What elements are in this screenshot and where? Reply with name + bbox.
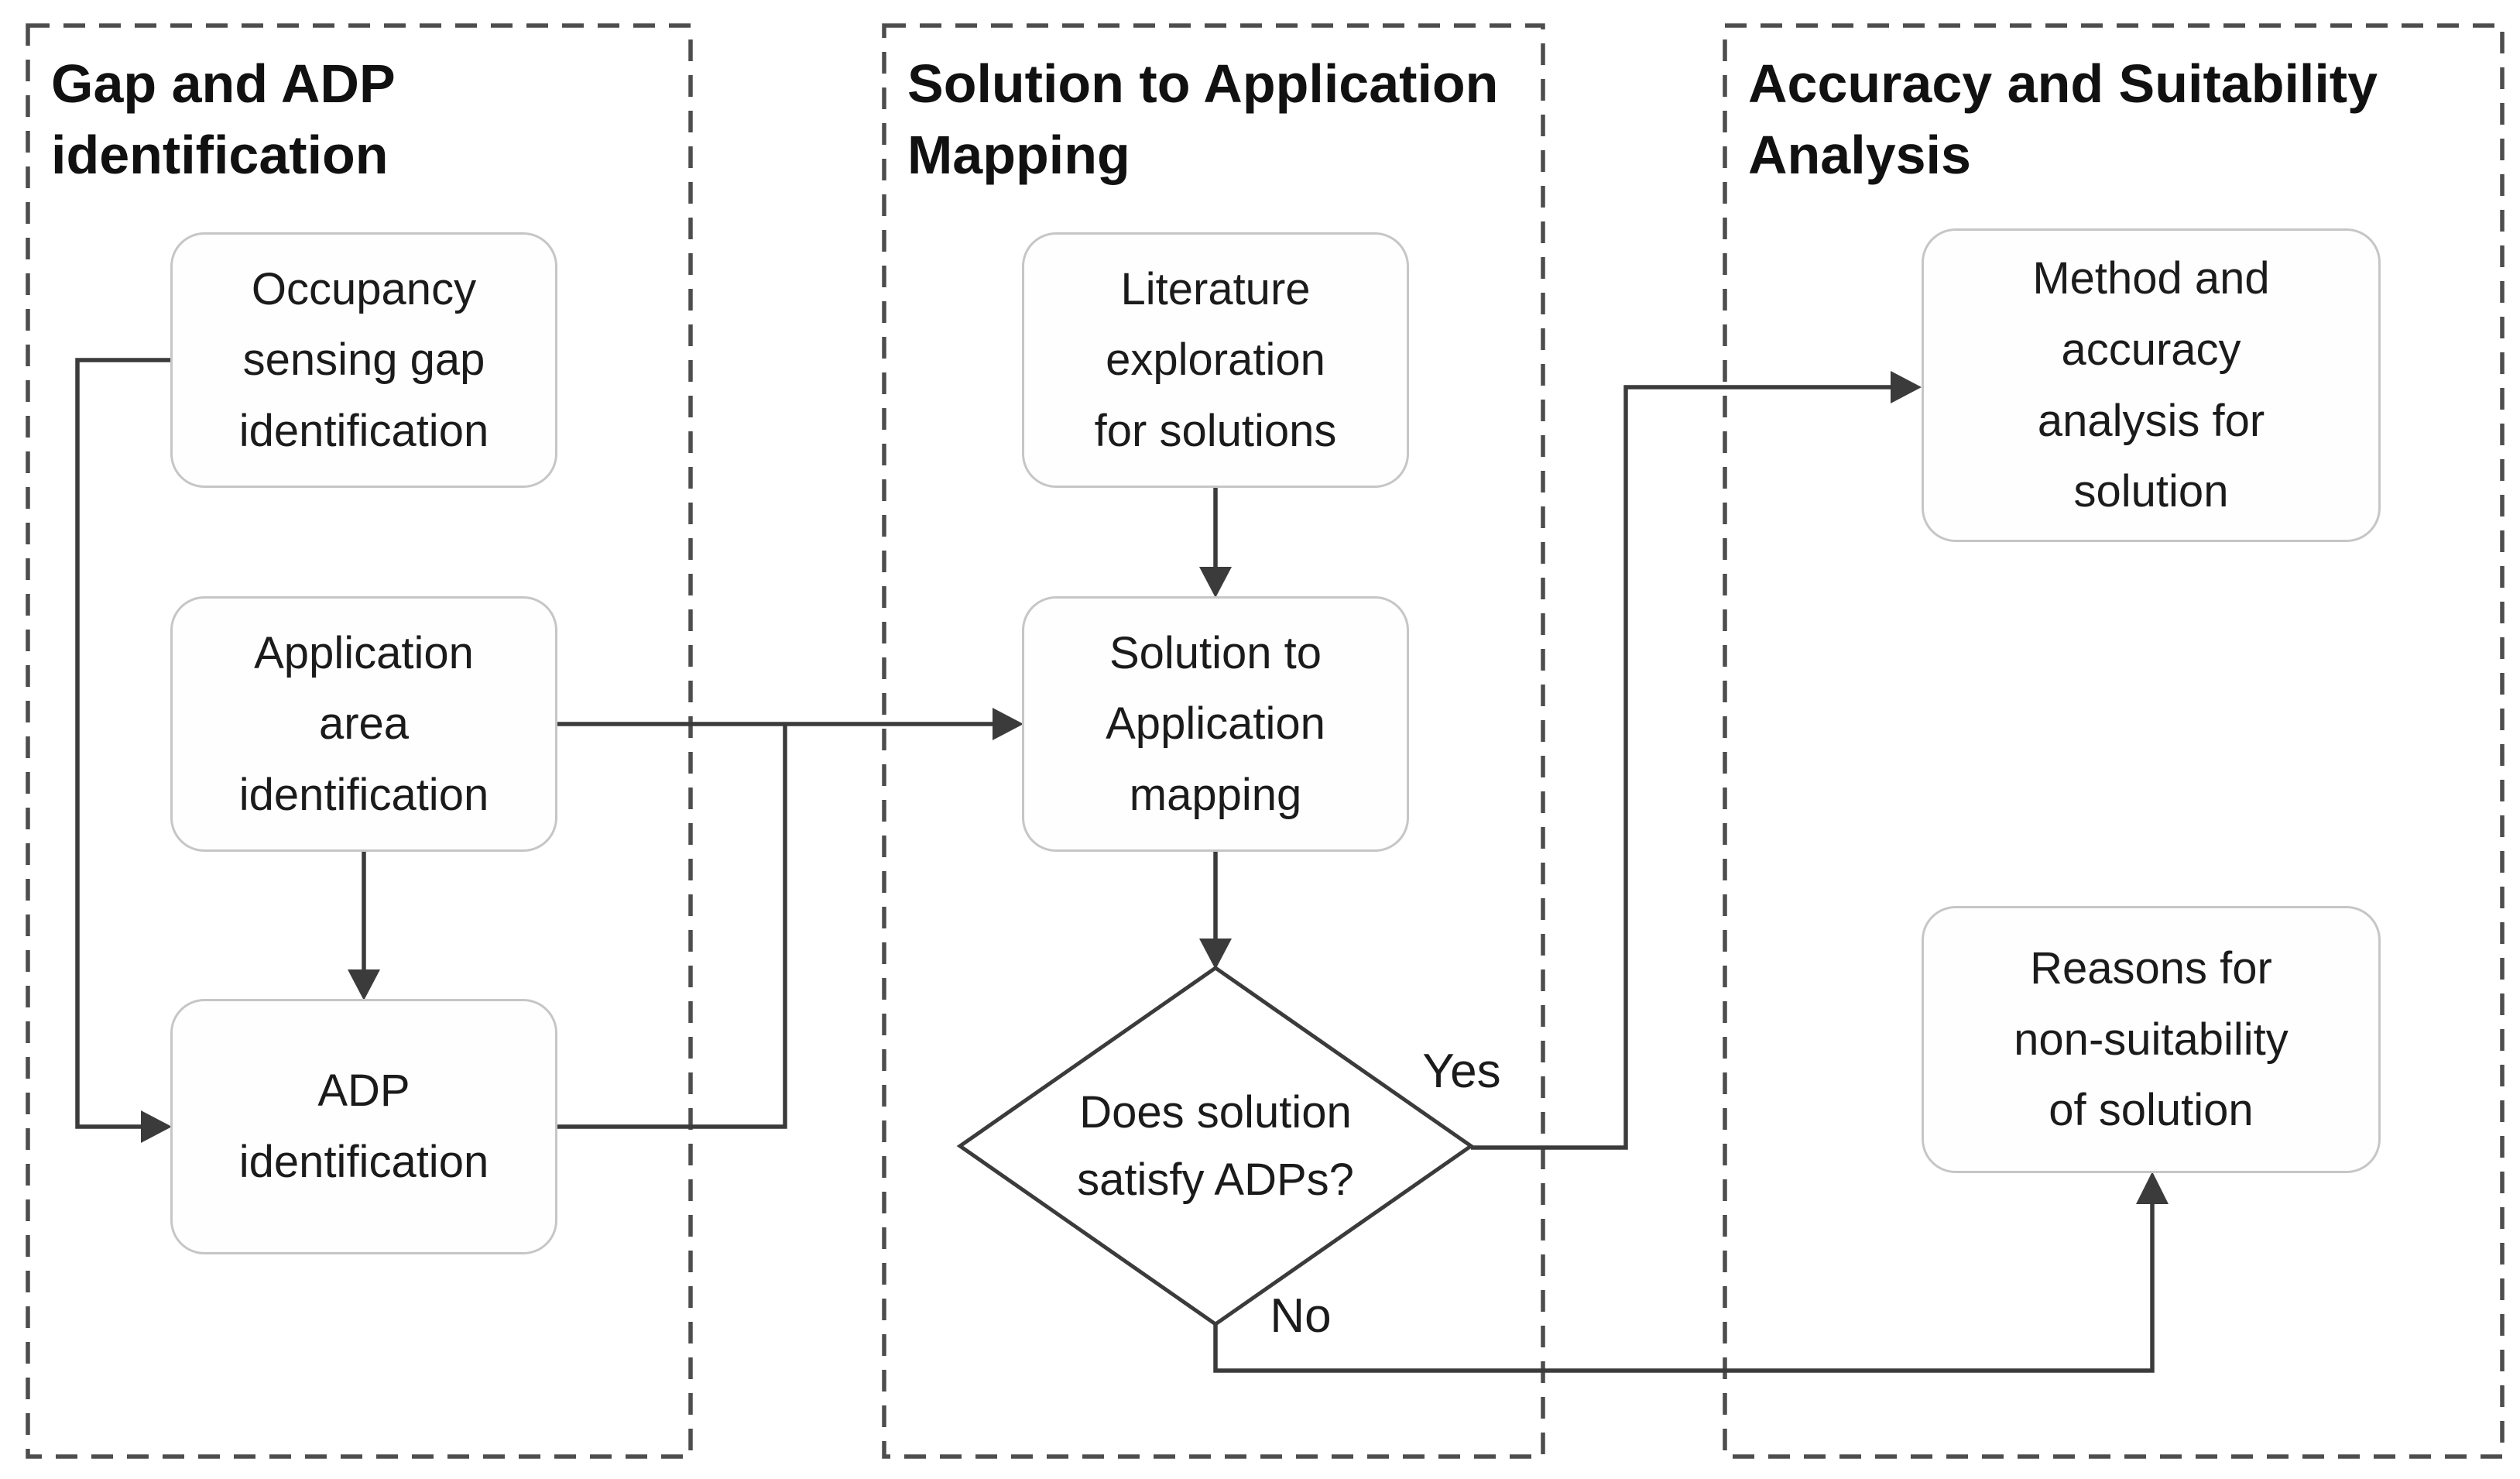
arrowhead-literature-down-icon — [1199, 567, 1232, 598]
arrowhead-into-reasons-icon — [2136, 1172, 2169, 1204]
edge-adp-to-solution-mapping — [557, 724, 787, 1129]
panel-gap-adp-border — [26, 23, 693, 1459]
node-method-accuracy-analysis: Method and accuracy analysis for solutio… — [1922, 228, 2381, 542]
panel-solution-mapping-border — [882, 23, 1545, 1459]
node-solution-to-application-mapping: Solution to Application mapping — [1022, 596, 1409, 852]
decision-diamond-shape — [956, 965, 1475, 1327]
edge-occupancy-to-adp — [75, 358, 170, 1129]
node-occupancy-sensing-gap: Occupancy sensing gap identification — [170, 232, 557, 488]
node-application-area: Application area identification — [170, 596, 557, 852]
edge-label-yes: Yes — [1422, 1045, 1501, 1098]
arrowhead-into-decision-icon — [1199, 939, 1232, 969]
decision-diamond-label: Does solution satisfy ADPs? — [1077, 1087, 1354, 1205]
panel-title-gap-adp: Gap and ADP identification — [51, 53, 396, 186]
panel-title-accuracy-analysis: Accuracy and Suitability Analysis — [1748, 53, 2378, 186]
node-adp-identification: ADP identification — [170, 999, 557, 1254]
edge-decision-no-to-reasons — [1213, 1204, 2155, 1373]
node-literature-exploration: Literature exploration for solutions — [1022, 232, 1409, 488]
node-reasons-non-suitability: Reasons for non-suitability of solution — [1922, 906, 2381, 1173]
arrowhead-into-adp-icon — [141, 1110, 172, 1143]
arrowhead-into-solution-mapping-icon — [993, 708, 1023, 740]
edge-decision-yes-to-method — [1471, 385, 1891, 1150]
arrowhead-application-down-icon — [348, 969, 380, 1000]
edge-label-no: No — [1270, 1289, 1332, 1343]
arrowhead-into-method-icon — [1891, 371, 1922, 403]
panel-title-solution-mapping: Solution to Application Mapping — [907, 53, 1499, 186]
